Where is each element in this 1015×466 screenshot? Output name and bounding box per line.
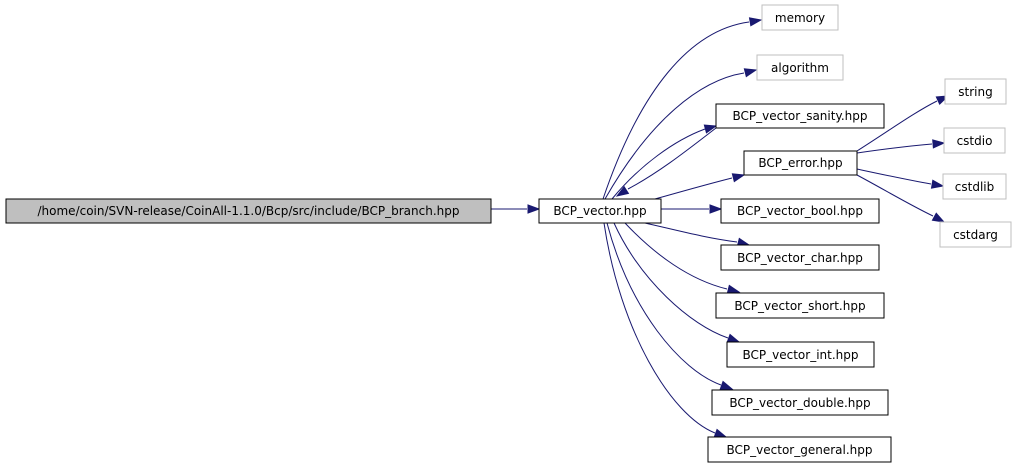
arrowhead [709,204,723,214]
node-cstdlib-label: cstdlib [955,180,994,194]
node-bcp-vector-short[interactable]: BCP_vector_short.hpp [715,292,885,319]
edge-vector-to-algorithm [604,68,758,200]
edge-vector-to-memory [602,17,763,200]
arrowhead [731,173,746,183]
edge-vector-to-int [613,222,741,343]
edge-vector-to-bool [661,204,723,214]
node-bcp-vector-int[interactable]: BCP_vector_int.hpp [726,341,875,368]
node-bcp-vector-label: BCP_vector.hpp [553,204,646,218]
arrowhead [719,380,734,390]
node-memory[interactable]: memory [761,4,839,31]
arrowhead [527,204,541,214]
edges-layer [491,17,950,438]
edge-line [602,21,750,200]
node-bcp-vector-char-label: BCP_vector_char.hpp [737,251,863,265]
node-bcp-vector-general-label: BCP_vector_general.hpp [727,443,873,457]
node-bcp-error[interactable]: BCP_error.hpp [743,150,858,176]
node-cstdio[interactable]: cstdio [943,127,1006,154]
edge-line [627,127,717,190]
edge-line [613,222,729,339]
node-bcp-vector-sanity[interactable]: BCP_vector_sanity.hpp [715,103,885,129]
edge-line [856,168,932,185]
arrowhead [748,17,763,27]
node-algorithm[interactable]: algorithm [756,54,844,81]
node-bcp-vector-int-label: BCP_vector_int.hpp [743,348,859,362]
node-string[interactable]: string [944,78,1007,105]
edge-root-to-vector [491,204,541,214]
node-cstdlib[interactable]: cstdlib [942,173,1007,200]
edge-vector-to-general [603,222,728,438]
edge-vector-to-sanity [611,124,718,200]
edge-line [856,143,933,154]
edge-line [611,128,706,200]
edge-sanity-to-vector [615,127,717,197]
node-bcp-vector-double-label: BCP_vector_double.hpp [729,396,870,410]
node-cstdarg[interactable]: cstdarg [939,221,1012,248]
arrowhead [726,284,741,294]
edge-vector-to-double [606,222,734,390]
arrowhead [930,179,945,189]
edge-vector-to-char [644,222,751,247]
node-memory-label: memory [775,11,825,25]
node-root-label: /home/coin/SVN-release/CoinAll-1.1.0/Bcp… [38,204,460,218]
edge-line [624,222,728,290]
arrowhead [743,68,758,78]
edge-line [606,222,722,386]
edge-line [856,174,934,217]
node-bcp-vector-char[interactable]: BCP_vector_char.hpp [720,244,880,271]
arrowhead [726,333,741,343]
node-root[interactable]: /home/coin/SVN-release/CoinAll-1.1.0/Bcp… [5,198,492,224]
node-bcp-vector-short-label: BCP_vector_short.hpp [734,299,865,313]
edge-line [644,222,738,243]
node-bcp-vector-general[interactable]: BCP_vector_general.hpp [707,436,892,463]
node-bcp-vector-bool[interactable]: BCP_vector_bool.hpp [720,198,880,224]
node-bcp-vector-double[interactable]: BCP_vector_double.hpp [711,389,889,416]
edge-vector-to-error [654,173,746,200]
arrowhead [703,124,718,134]
edge-error-to-cstdarg [856,174,946,223]
arrowhead [932,139,946,149]
node-algorithm-label: algorithm [771,61,829,75]
edge-line [604,72,745,200]
node-bcp-vector[interactable]: BCP_vector.hpp [538,198,662,224]
node-bcp-error-label: BCP_error.hpp [758,156,842,170]
node-cstdio-label: cstdio [957,134,993,148]
node-string-label: string [958,85,992,99]
arrowhead [615,185,630,197]
edge-error-to-cstdio [856,139,946,154]
node-bcp-vector-bool-label: BCP_vector_bool.hpp [737,204,863,218]
edge-line [603,222,716,434]
edge-line [856,100,938,152]
nodes-layer: /home/coin/SVN-release/CoinAll-1.1.0/Bcp… [5,4,1012,463]
arrowhead [713,428,728,438]
edge-line [654,177,733,200]
arrowhead [931,212,946,223]
edge-error-to-cstdlib [856,168,945,189]
node-cstdarg-label: cstdarg [953,228,998,242]
node-bcp-vector-sanity-label: BCP_vector_sanity.hpp [733,109,868,123]
